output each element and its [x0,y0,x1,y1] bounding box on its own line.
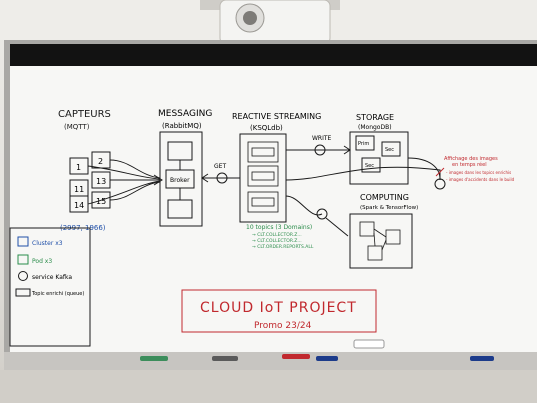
project-title-box [181,289,377,333]
sensor-links [87,159,161,205]
sensor-2: 2 [98,157,103,166]
reactive-cluster [239,133,287,223]
storage-secondary-1 [381,141,401,157]
storage-secondary-2 [361,157,381,173]
markers [140,339,494,361]
projector [219,0,331,45]
topics-item-3: → CLT.ORDER.REPORTS.ALL [252,244,314,250]
storage-primary-label: Prim [358,141,369,147]
board-top-strip [10,44,537,66]
storage-title: STORAGE [356,113,394,122]
legend-service: service Kafka [32,274,72,281]
reactive-title: REACTIVE STREAMING [232,112,321,121]
promo-label: Promo 23/24 [254,321,312,331]
computing-cluster [349,213,413,269]
arrow-to-broker [153,174,163,186]
storage-secondary-2-label: Sec [365,163,374,169]
computing-title: COMPUTING [360,193,409,202]
legend-topic-swatch [15,288,31,297]
sensor-15: 15 [96,197,106,206]
display-note-item-1: - images dans les topics enrichis [446,170,511,175]
stream-to-computing-link [285,195,323,216]
get-service-icon [216,172,228,184]
write-service-icon [314,144,326,156]
storage-primary [355,135,375,151]
legend-box [9,227,91,347]
reactive-subtitle: (KSQLdb) [250,124,283,132]
project-title: CLOUD IoT PROJECT [200,300,357,316]
stream-to-display-link [285,166,441,181]
legend-cluster: Cluster x3 [32,240,63,247]
messaging-cluster [159,131,203,227]
computing-nodes [359,221,401,261]
sensor-14: 14 [74,201,84,210]
display-note-title: Affichage des images [444,156,498,162]
display-note-item-2: - images d'accidents dans le build [446,177,515,182]
display-note-line2: en temps réel [452,161,487,168]
topics-item-1: → CLT.COLLECTOR.Z... [252,232,302,238]
kafka-topics [247,141,279,213]
sensor-1: 1 [76,163,81,172]
capteurs-subtitle: (MQTT) [64,123,90,131]
storage-secondary-1-label: Sec [385,147,394,153]
capteurs-title: CAPTEURS [58,109,111,120]
messaging-title: MESSAGING [158,109,212,119]
board-surface [10,44,537,366]
marker-tray [4,352,537,370]
sensor-11: 11 [74,185,84,194]
computing-arrow [325,217,349,237]
computing-service-icon [316,208,328,220]
storage-subtitle: (MongoDB) [358,124,392,131]
legend-pod-swatch [17,254,29,265]
sensor-13: 13 [96,177,106,186]
write-label: WRITE [312,135,332,142]
broker-label: Broker [170,177,190,184]
get-label: GET [214,163,226,170]
topics-item-2: → CLT.COLLECTOR.Z... [252,238,302,244]
topics-title: 10 topics (3 Domains) [246,224,312,231]
legend-service-icon [18,271,28,281]
legend-cluster-swatch [17,236,29,247]
legend-topic: Topic enrichi (queue) [31,291,84,297]
messaging-subtitle: (RabbitMQ) [162,122,202,130]
storage-to-display-link [407,157,441,180]
computing-subtitle: (Spark & TensorFlow) [360,205,418,211]
get-arrowhead [201,173,209,183]
display-note-pointer [435,167,445,177]
floor-wall [0,370,537,403]
legend-pod: Pod x3 [32,258,52,265]
